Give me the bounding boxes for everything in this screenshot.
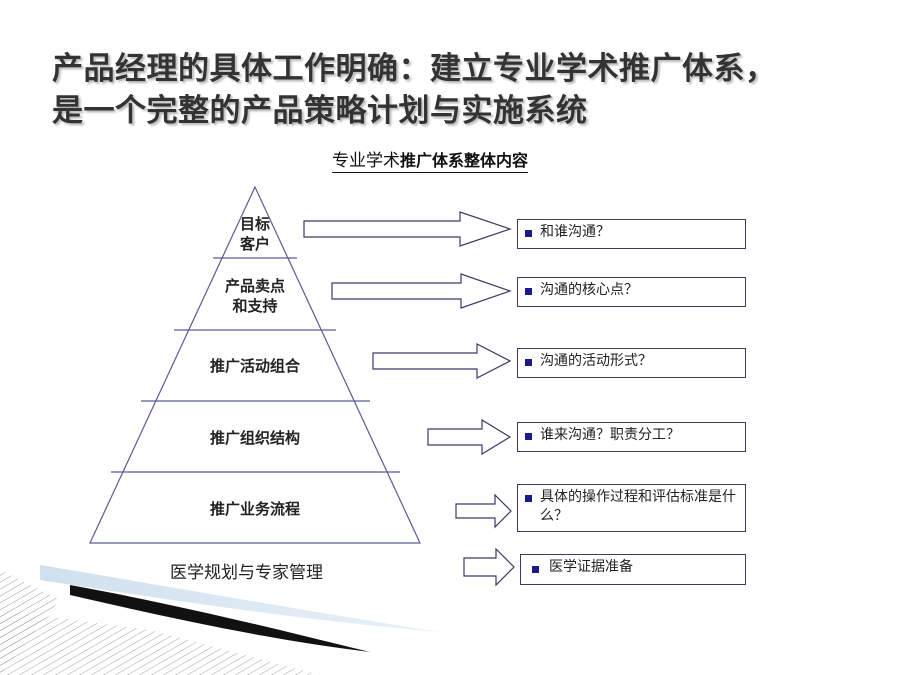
base-label: 医学规划与专家管理 xyxy=(170,563,323,583)
slide-title-line1: 产品经理的具体工作明确：建立专业学术推广体系， xyxy=(52,51,777,87)
square-bullet-icon xyxy=(525,433,532,440)
arrow-right-icon xyxy=(303,211,512,247)
question-box-who: 和谁沟通？ xyxy=(517,219,746,249)
square-bullet-icon xyxy=(532,566,539,573)
tier-label-promotion-org: 推广组织结构 xyxy=(209,429,300,447)
question-box-core-points: 沟通的核心点？ xyxy=(517,277,746,307)
question-box-medical-evidence: 医学证据准备 xyxy=(520,554,746,585)
question-box-responsibility: 谁来沟通？职责分工？ xyxy=(517,422,746,452)
tier-label-selling-points: 产品卖点 和支持 xyxy=(224,277,285,315)
square-bullet-icon xyxy=(525,230,532,237)
pyramid-outline xyxy=(89,185,421,544)
diagram-title: 专业学术推广体系整体内容 xyxy=(332,146,529,173)
arrow-right-icon xyxy=(455,493,512,529)
diagram-title-part1: 专业学术 xyxy=(332,151,400,171)
arrow-right-icon xyxy=(372,343,512,379)
square-bullet-icon xyxy=(525,288,532,295)
arrow-right-icon xyxy=(463,548,515,587)
square-bullet-icon xyxy=(525,359,532,366)
question-box-process-evaluation: 具体的操作过程和评估标准是什么？ xyxy=(517,484,746,532)
question-box-activity-form: 沟通的活动形式？ xyxy=(517,348,746,378)
tier-label-promotion-process: 推广业务流程 xyxy=(209,500,300,518)
arrow-right-icon xyxy=(427,418,512,456)
square-bullet-icon xyxy=(525,495,532,502)
tier-label-target-customers: 目标 客户 xyxy=(239,215,270,253)
slide-title: 产品经理的具体工作明确：建立专业学术推广体系， 是一个完整的产品策略计划与实施系… xyxy=(52,48,872,132)
diagram-title-part2: 推广体系整体内容 xyxy=(400,151,529,170)
tier-label-promotion-mix: 推广活动组合 xyxy=(209,357,300,375)
slide-title-line2: 是一个完整的产品策略计划与实施系统 xyxy=(52,93,588,129)
arrow-right-icon xyxy=(331,273,512,309)
